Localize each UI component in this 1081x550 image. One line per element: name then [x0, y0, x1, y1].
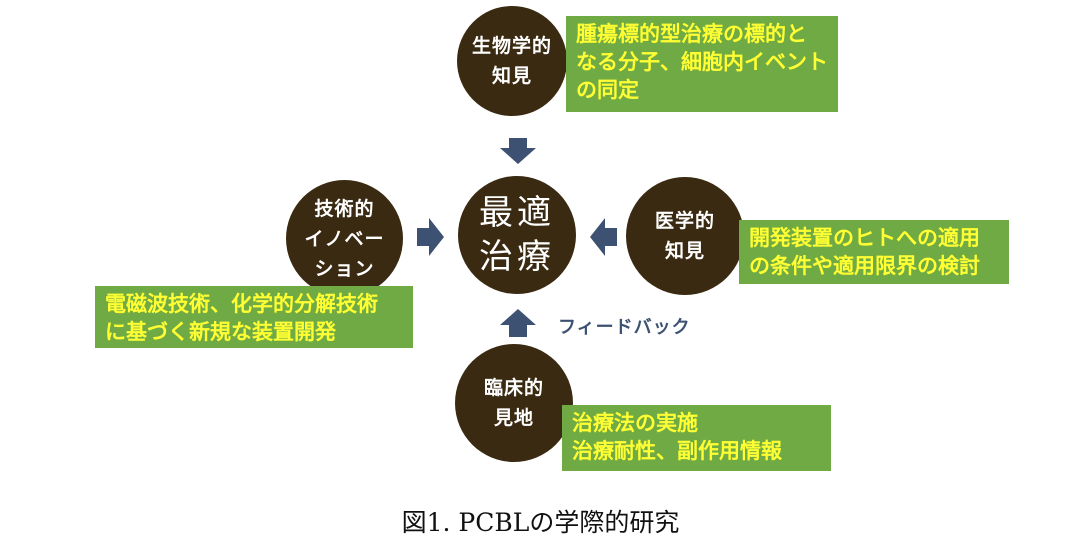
note-line: の条件や適用限界の検討	[749, 254, 980, 278]
figure-caption: 図1. PCBLの学際的研究	[401, 508, 680, 537]
node-label: 技術的	[314, 197, 375, 220]
technical-innovation-node: 技術的 イノベー ション	[286, 180, 403, 297]
node-label: 知見	[491, 65, 532, 87]
node-label: 臨床的	[483, 377, 544, 399]
biological-note-box: 腫瘍標的型治療の標的と なる分子、細胞内イベント の同定	[566, 16, 838, 112]
note-line: なる分子、細胞内イベント	[576, 50, 828, 74]
node-label: 生物学的	[471, 35, 552, 57]
note-line: 腫瘍標的型治療の標的と	[576, 22, 807, 46]
feedback-label: フィードバック	[558, 317, 691, 338]
center-label: 最適	[479, 193, 555, 233]
optimal-treatment-node: 最適 治療	[458, 176, 576, 294]
note-line: 電磁波技術、化学的分解技術	[105, 292, 378, 316]
node-label: イノベー	[304, 227, 385, 250]
medical-note-box: 開発装置のヒトへの適用 の条件や適用限界の検討	[739, 220, 1009, 284]
node-label: 医学的	[654, 210, 715, 232]
clinical-note-box: 治療法の実施 治療耐性、副作用情報	[562, 405, 831, 471]
clinical-perspective-node: 臨床的 見地	[455, 344, 573, 462]
note-line: 治療耐性、副作用情報	[572, 439, 782, 463]
center-label: 治療	[479, 237, 555, 277]
medical-knowledge-node: 医学的 知見	[626, 177, 744, 295]
arrow-right-icon	[417, 218, 444, 256]
arrow-down-icon	[500, 138, 536, 164]
node-label: 知見	[664, 240, 705, 262]
technical-note-box: 電磁波技術、化学的分解技術 に基づく新規な装置開発	[95, 286, 413, 348]
note-line: 治療法の実施	[572, 411, 698, 435]
note-line: 開発装置のヒトへの適用	[749, 226, 980, 250]
note-line: に基づく新規な装置開発	[105, 320, 336, 344]
node-label: ション	[314, 257, 375, 280]
arrow-left-icon	[590, 218, 617, 256]
node-label: 見地	[493, 407, 534, 429]
note-line: の同定	[576, 78, 639, 102]
biological-knowledge-node: 生物学的 知見	[457, 6, 567, 116]
arrow-up-icon	[500, 309, 536, 337]
